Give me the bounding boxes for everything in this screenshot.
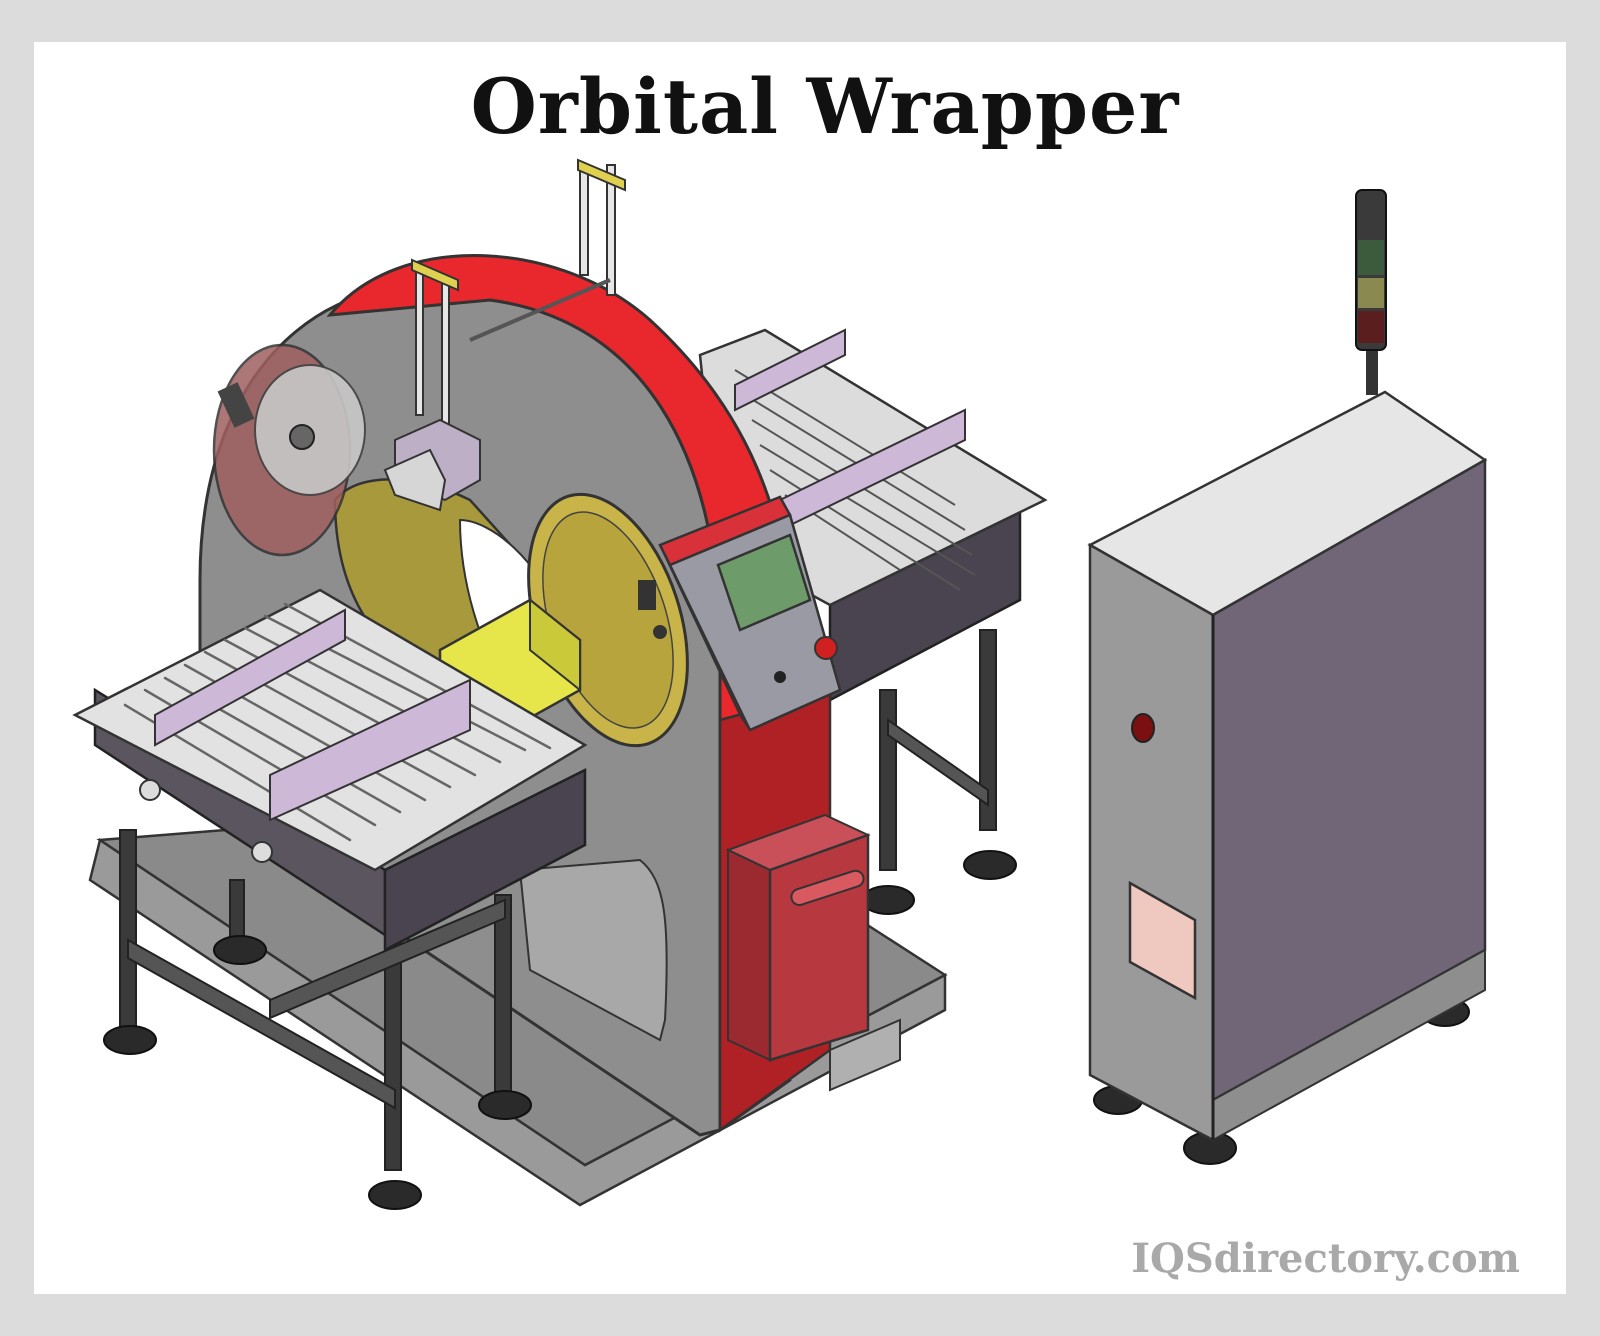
control-panel [658,495,842,732]
hmi-screen [716,533,812,632]
watermark: IQSdirectory.com [1131,1235,1520,1282]
page-title: Orbital Wrapper [470,62,1180,151]
infeed-conveyor [72,588,588,1210]
selector-knob-icon [774,671,786,683]
main-switch-icon [1131,713,1155,743]
control-cabinet [1087,390,1488,1165]
electrical-box [725,813,901,1092]
stop-button-icon [814,636,838,660]
stack-light [1355,189,1387,395]
